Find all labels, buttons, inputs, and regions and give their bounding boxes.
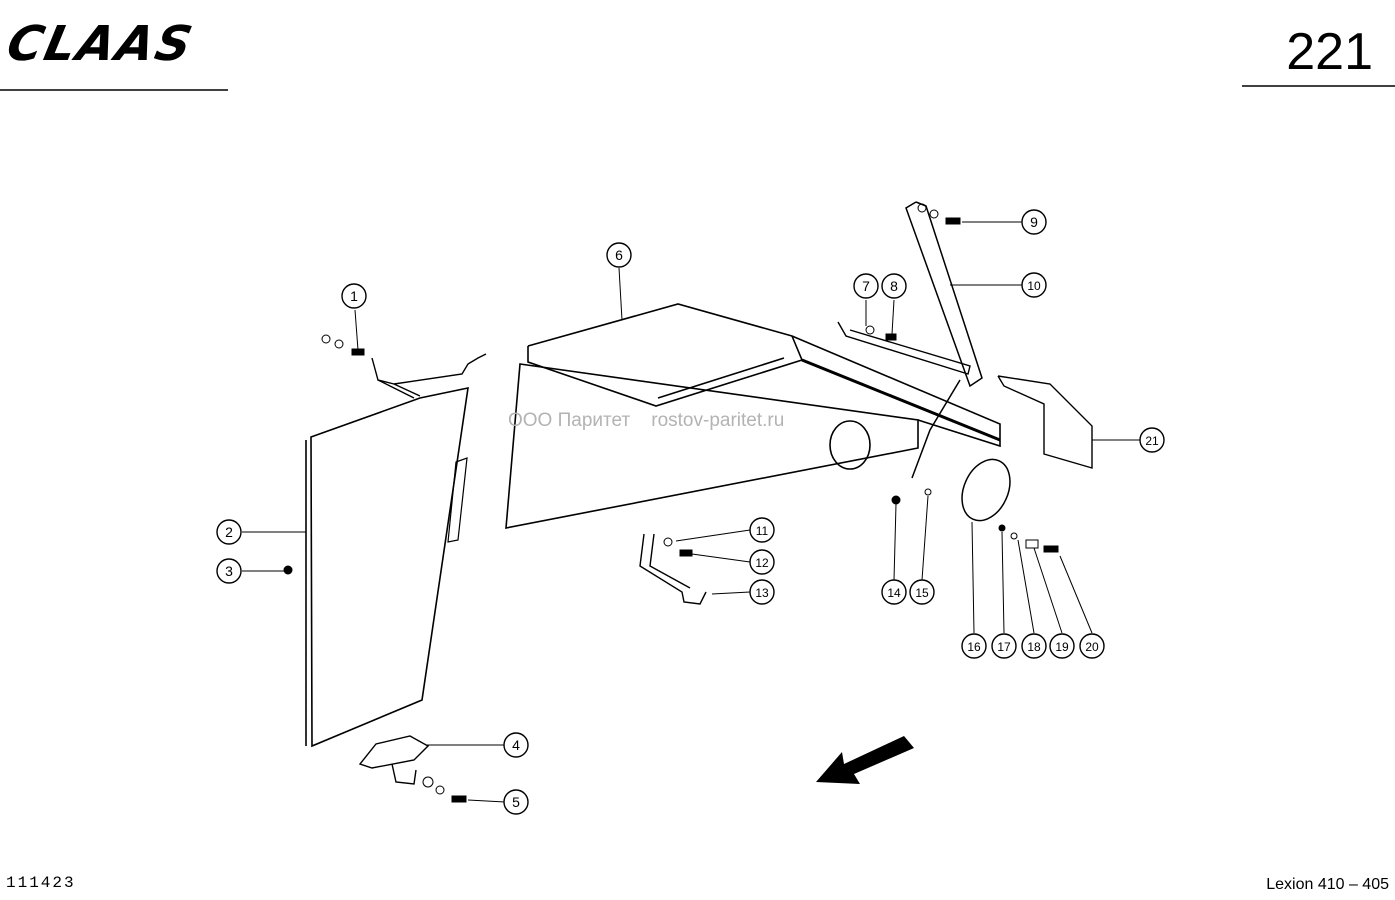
callout-circle (853, 273, 879, 299)
leader-lines (242, 221, 1140, 803)
callout-label: 6 (615, 247, 623, 263)
callout-circle (1049, 633, 1075, 659)
callout-8: 8 (881, 273, 907, 299)
callout-label: 13 (755, 586, 769, 600)
callout-circle (881, 579, 907, 605)
part-13-angle-bracket (639, 533, 707, 605)
callout-2: 2 (216, 519, 242, 545)
callout-circle (1021, 633, 1047, 659)
callout-label: 5 (512, 794, 520, 810)
callout-label: 19 (1055, 640, 1069, 654)
callout-label: 4 (512, 737, 520, 753)
callout-21: 21 (1139, 427, 1165, 453)
callout-5: 5 (503, 789, 529, 815)
callout-label: 8 (890, 278, 898, 294)
callout-4: 4 (503, 732, 529, 758)
callout-circle (881, 273, 907, 299)
callout-circle (749, 549, 775, 575)
callout-label: 18 (1027, 640, 1041, 654)
callout-14: 14 (881, 579, 907, 605)
callout-circle (216, 519, 242, 545)
callout-13: 13 (749, 579, 775, 605)
callout-label: 16 (967, 640, 981, 654)
callout-9: 9 (1021, 209, 1047, 235)
callout-17: 17 (991, 633, 1017, 659)
callout-circle (503, 732, 529, 758)
callout-18: 18 (1021, 633, 1047, 659)
callout-label: 11 (756, 524, 769, 538)
callout-circle (1079, 633, 1105, 659)
callout-label: 10 (1027, 279, 1041, 293)
callout-label: 14 (887, 586, 901, 600)
callout-19: 19 (1049, 633, 1075, 659)
callout-circle (909, 579, 935, 605)
callout-11: 11 (749, 517, 775, 543)
callout-label: 7 (862, 278, 870, 294)
document-number: 111423 (6, 874, 76, 892)
callout-circle (991, 633, 1017, 659)
callout-circle (503, 789, 529, 815)
callout-label: 12 (755, 556, 769, 570)
part-16-cover-disc (961, 458, 1011, 522)
callout-16: 16 (961, 633, 987, 659)
callout-20: 20 (1079, 633, 1105, 659)
part-10-stay-rod (905, 201, 983, 479)
callout-label: 20 (1085, 640, 1099, 654)
part-7-strip (837, 321, 971, 375)
callout-circle (606, 242, 632, 268)
callout-circle (1021, 209, 1047, 235)
callout-label: 21 (1145, 434, 1159, 448)
part-6-main-panel (505, 303, 1001, 529)
callout-circle (961, 633, 987, 659)
model-designation: Lexion 410 – 405 (1266, 876, 1389, 893)
part-2-side-panel (305, 386, 469, 748)
callout-label: 1 (350, 288, 358, 304)
part-21-deflector (997, 375, 1093, 469)
callout-1: 1 (341, 283, 367, 309)
part-4-bracket (358, 735, 430, 785)
callout-circle (749, 579, 775, 605)
callout-3: 3 (216, 558, 242, 584)
hardware-fasteners (283, 203, 1059, 803)
callout-7: 7 (853, 273, 879, 299)
callout-10: 10 (1021, 272, 1047, 298)
callout-label: 2 (225, 524, 233, 540)
watermark: ООО Паритет rostov-paritet.ru (508, 410, 785, 431)
callout-label: 17 (997, 640, 1011, 654)
callout-circle (216, 558, 242, 584)
orientation-arrow (816, 736, 914, 784)
callout-15: 15 (909, 579, 935, 605)
callout-6: 6 (606, 242, 632, 268)
callout-circle (1139, 427, 1165, 453)
callout-12: 12 (749, 549, 775, 575)
callout-circle (341, 283, 367, 309)
page-number: 221 (1286, 23, 1373, 81)
callout-label: 3 (225, 563, 233, 579)
callout-label: 9 (1030, 214, 1038, 230)
callout-circle (1021, 272, 1047, 298)
callout-label: 15 (915, 586, 929, 600)
callout-circle (749, 517, 775, 543)
part-1-bracket (371, 353, 487, 399)
